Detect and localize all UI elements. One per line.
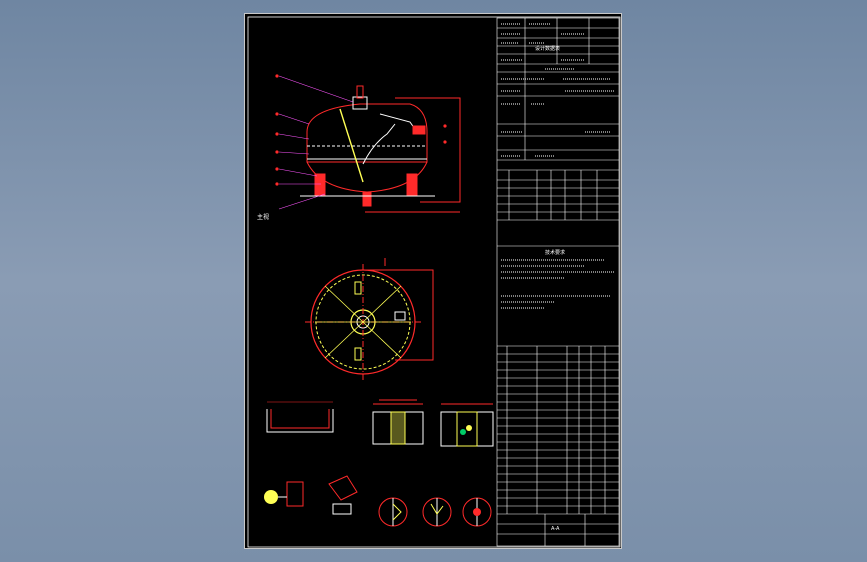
main-view-balloons <box>275 74 447 186</box>
top-view <box>305 258 434 380</box>
detail-circles <box>378 497 492 527</box>
sheet-frame <box>247 16 621 548</box>
detail-flange-1 <box>372 399 424 445</box>
detail-flange-2 <box>440 403 494 447</box>
table-text-marks <box>501 23 615 309</box>
data-table-title: 设计数据表 <box>535 45 560 52</box>
title-block-label: A-A <box>551 526 560 532</box>
data-tables <box>496 17 620 547</box>
cad-drawing: 主视 <box>247 16 621 548</box>
detail-hook <box>264 481 304 507</box>
detail-channel <box>266 401 334 433</box>
main-view <box>278 75 461 213</box>
main-view-label: 主视 <box>257 213 269 221</box>
tech-requirements-title: 技术要求 <box>545 249 565 256</box>
drawing-sheet: 主视 <box>244 13 622 549</box>
detail-bracket <box>328 475 358 515</box>
